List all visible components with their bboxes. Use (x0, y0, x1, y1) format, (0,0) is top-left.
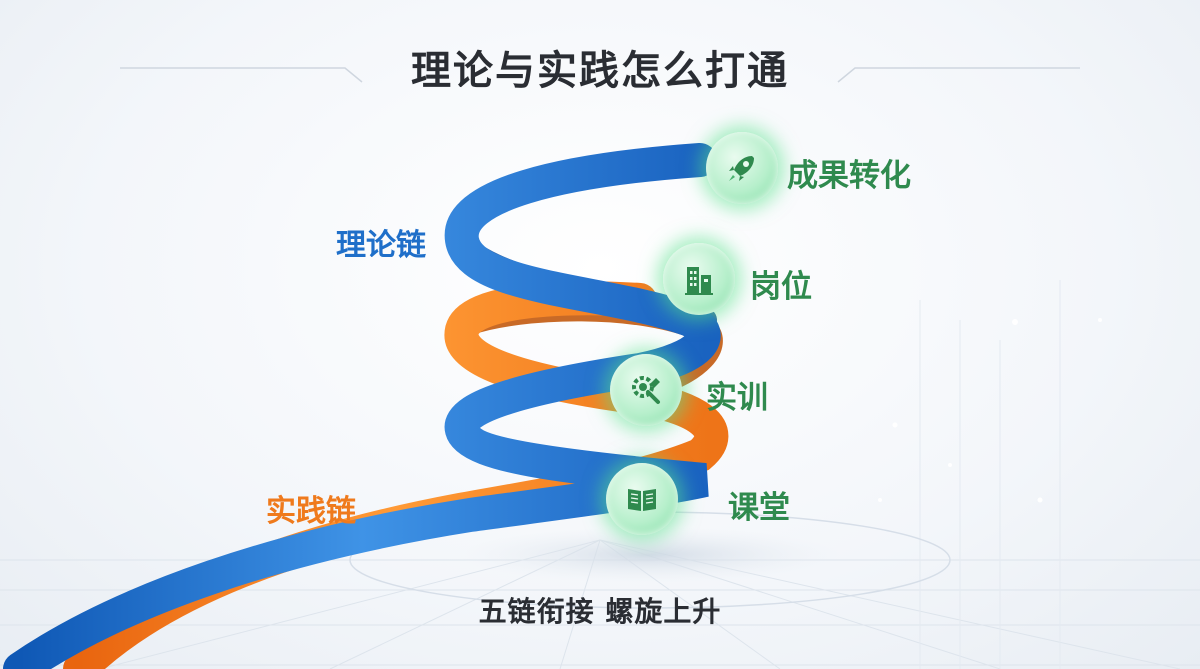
node-position (663, 243, 735, 315)
building-icon (685, 267, 713, 295)
floor-glow (460, 527, 840, 583)
node-label-training: 实训 (706, 380, 768, 416)
node-label-classroom: 课堂 (728, 490, 790, 526)
sparkles (878, 318, 1102, 503)
slogan: 五链衔接 螺旋上升 (478, 595, 722, 628)
node-achievement (706, 132, 778, 204)
theory-chain-label: 理论链 (336, 228, 426, 263)
node-classroom (606, 463, 678, 535)
theory-strand (3, 143, 721, 669)
gear-wrench-icon (632, 376, 660, 404)
book-icon (628, 489, 656, 511)
node-label-position: 岗位 (750, 269, 812, 305)
practice-chain-label: 实践链 (266, 494, 356, 529)
title-decoration (120, 67, 1080, 83)
page-title: 理论与实践怎么打通 (411, 48, 789, 94)
node-label-achievement: 成果转化 (787, 158, 911, 194)
rocket-icon (729, 156, 754, 181)
node-training (610, 354, 682, 426)
